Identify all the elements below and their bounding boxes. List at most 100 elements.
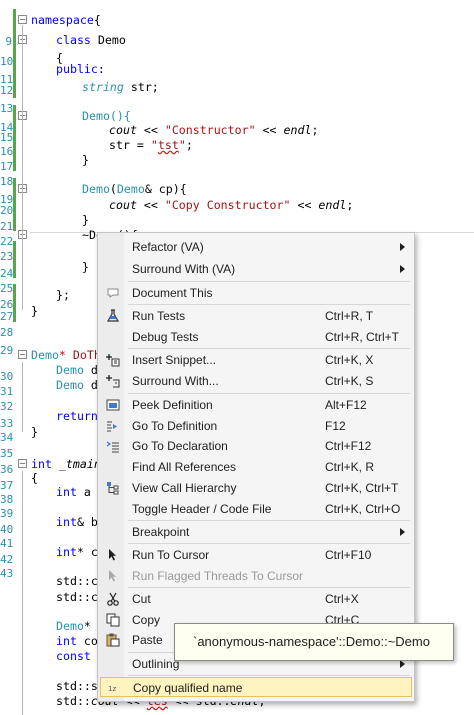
outline-guide bbox=[22, 471, 23, 715]
qualified-name-tooltip: `anonymous-namespace'::Demo::~Demo bbox=[174, 623, 454, 661]
code-line[interactable]: 34 return bbox=[0, 405, 474, 444]
line-number: 29 bbox=[0, 344, 14, 357]
menu-item-outlining[interactable]: Outlining bbox=[100, 654, 412, 674]
code-line[interactable]: 24 bbox=[0, 241, 474, 280]
code-line[interactable]: 14 bbox=[0, 95, 474, 134]
menu-item-document-this[interactable]: Document This bbox=[100, 283, 412, 303]
code-text: ; bbox=[346, 198, 354, 212]
code-line[interactable]: 16 cout << "Constructor" << endl; bbox=[0, 119, 474, 158]
menu-item-go-to-definition[interactable]: Go To Definition F12 bbox=[100, 416, 412, 436]
menu-item-surround-with[interactable]: Surround With... Ctrl+K, S bbox=[100, 371, 412, 391]
code-line[interactable]: Demo* bbox=[0, 615, 474, 637]
line-number: 32 bbox=[0, 400, 14, 413]
menu-item-go-to-declaration[interactable]: Go To Declaration Ctrl+F12 bbox=[100, 436, 412, 456]
menu-item-toggle-header-code-file[interactable]: Toggle Header / Code File Ctrl+K, Ctrl+O bbox=[100, 499, 412, 519]
code-line[interactable]: 28 } bbox=[0, 300, 474, 339]
code-line[interactable]: 42 bbox=[0, 527, 474, 566]
type-name: Demo bbox=[31, 348, 59, 362]
type-name: Demo bbox=[56, 363, 84, 377]
code-line[interactable]: 20 − Demo(Demo& cp){ bbox=[0, 178, 474, 217]
code-line[interactable]: 38 { bbox=[0, 467, 474, 506]
code-text: << bbox=[136, 198, 165, 212]
code-line[interactable]: 12 public: bbox=[0, 58, 474, 97]
code-line[interactable]: std::st bbox=[0, 675, 474, 697]
menu-item-shortcut: Ctrl+R, T bbox=[325, 309, 374, 323]
menu-item-run-flagged-threads-to-cursor[interactable]: Run Flagged Threads To Cursor bbox=[100, 566, 412, 586]
code-line[interactable]: 33 bbox=[0, 391, 474, 430]
code-line[interactable]: 40 bbox=[0, 497, 474, 536]
keyword: public bbox=[56, 62, 98, 76]
code-line[interactable]: 39 int a bbox=[0, 481, 474, 520]
collapse-icon[interactable]: − bbox=[18, 15, 27, 24]
menu-item-label: Peek Definition bbox=[132, 398, 213, 412]
collapse-icon[interactable]: − bbox=[18, 350, 27, 359]
code-text: * c bbox=[76, 545, 98, 559]
menu-item-label: Go To Declaration bbox=[132, 439, 228, 453]
menu-separator bbox=[128, 543, 410, 544]
code-line[interactable]: 31 Demo d bbox=[0, 359, 474, 398]
menu-item-view-call-hierarchy[interactable]: View Call Hierarchy Ctrl+K, Ctrl+T bbox=[100, 478, 412, 498]
code-line[interactable]: 43 int* c bbox=[0, 541, 474, 580]
code-line[interactable]: 27 }; bbox=[0, 284, 474, 323]
code-line[interactable]: 36 bbox=[0, 437, 474, 476]
code-text: { bbox=[56, 51, 63, 65]
code-line[interactable]: 26 bbox=[0, 272, 474, 311]
code-line[interactable]: 35 } bbox=[0, 421, 474, 460]
menu-item-debug-tests[interactable]: Debug Tests Ctrl+R, Ctrl+T bbox=[100, 327, 412, 347]
code-text: std:: bbox=[56, 694, 91, 708]
menu-item-copy-qualified-name[interactable]: 1z Copy qualified name bbox=[100, 677, 412, 697]
type-name: Demo bbox=[116, 182, 145, 196]
line-number: 9 bbox=[5, 35, 12, 48]
menu-item-run-tests[interactable]: Run Tests Ctrl+R, T bbox=[100, 306, 412, 326]
code-line[interactable]: 32 Demo d bbox=[0, 374, 474, 413]
code-text: } bbox=[82, 260, 89, 274]
menu-item-label: Breakpoint bbox=[132, 525, 190, 539]
code-line[interactable]: const bbox=[0, 645, 474, 667]
code-line[interactable]: 9 − namespace{ bbox=[0, 9, 474, 48]
string-literal: " bbox=[178, 138, 186, 152]
string-literal: "Copy Constructor" bbox=[164, 198, 291, 212]
menu-item-cut[interactable]: Cut Ctrl+X bbox=[100, 589, 412, 609]
code-line[interactable]: 18 } bbox=[0, 149, 474, 188]
test-flask-icon bbox=[106, 309, 120, 323]
menu-separator bbox=[128, 348, 410, 349]
menu-item-surround-with-va[interactable]: Surround With (VA) bbox=[100, 259, 412, 279]
code-line[interactable]: 41 int& b bbox=[0, 511, 474, 550]
code-line[interactable]: 17 str = "tst"; bbox=[0, 134, 474, 173]
line-number: 11 bbox=[0, 73, 14, 86]
code-text: str = bbox=[109, 138, 151, 152]
change-marker bbox=[13, 241, 16, 263]
change-marker bbox=[13, 209, 16, 231]
insert-snippet-icon bbox=[106, 353, 120, 367]
menu-item-refactor-va[interactable]: Refactor (VA) bbox=[100, 237, 412, 257]
code-text: a bbox=[76, 485, 91, 499]
menu-item-run-to-cursor[interactable]: Run To Cursor Ctrl+F10 bbox=[100, 545, 412, 565]
code-text: & cp){ bbox=[144, 182, 187, 196]
code-line[interactable]: 29 bbox=[0, 318, 474, 357]
line-number: 16 bbox=[0, 145, 14, 158]
keyword: namespace bbox=[31, 13, 94, 27]
keyword: int bbox=[56, 545, 77, 559]
menu-item-insert-snippet[interactable]: Insert Snippet... Ctrl+K, X bbox=[100, 350, 412, 370]
menu-item-find-all-references[interactable]: Find All References Ctrl+K, R bbox=[100, 457, 412, 477]
code-line[interactable]: std::co bbox=[0, 570, 474, 592]
code-line[interactable]: int co bbox=[0, 630, 474, 652]
outline-guide bbox=[22, 25, 23, 310]
menu-item-paste[interactable]: Paste bbox=[100, 630, 412, 650]
collapse-icon[interactable]: − bbox=[18, 459, 27, 468]
outline-guide bbox=[22, 362, 23, 432]
code-line[interactable]: 19 bbox=[0, 167, 474, 206]
code-line[interactable]: 25 } bbox=[0, 256, 474, 295]
code-text: }; bbox=[56, 288, 70, 302]
code-line[interactable]: std::co bbox=[0, 586, 474, 608]
identifier: cout bbox=[109, 123, 137, 137]
menu-item-breakpoint[interactable]: Breakpoint bbox=[100, 522, 412, 542]
menu-separator bbox=[128, 281, 410, 282]
code-line[interactable]: 22 } bbox=[0, 209, 474, 248]
code-line[interactable]: 21 cout << "Copy Constructor" << endl; bbox=[0, 194, 474, 233]
line-number: 37 bbox=[0, 479, 14, 492]
code-line[interactable]: 13 string str; bbox=[0, 76, 474, 115]
code-text: d bbox=[83, 378, 98, 392]
menu-item-peek-definition[interactable]: Peek Definition Alt+F12 bbox=[100, 395, 412, 415]
code-line[interactable]: 37 − int _tmain bbox=[0, 453, 474, 492]
